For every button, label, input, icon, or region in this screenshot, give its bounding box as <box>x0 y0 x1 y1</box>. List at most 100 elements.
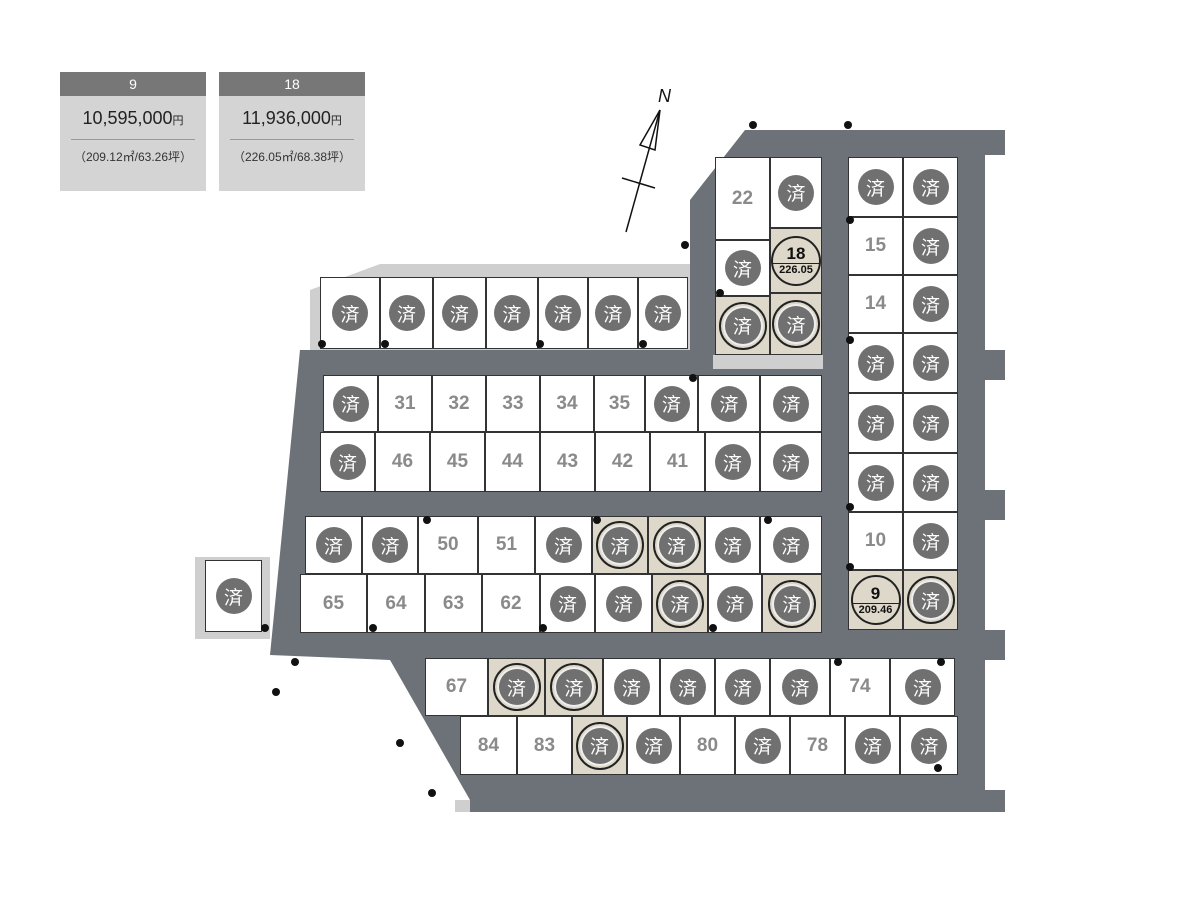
lot-sold[interactable]: 済 <box>705 432 760 492</box>
lot-sold[interactable]: 済 <box>903 512 958 570</box>
lot-sold[interactable]: 済 <box>320 277 380 349</box>
lot-64[interactable]: 64 <box>367 574 425 633</box>
lot-sold[interactable]: 済 <box>638 277 688 349</box>
sold-badge-icon: 済 <box>773 444 809 480</box>
lot-sold[interactable]: 済 <box>540 574 595 633</box>
lot-sold[interactable]: 済 <box>903 453 958 512</box>
lot-sold[interactable]: 済 <box>760 432 822 492</box>
lot-33[interactable]: 33 <box>486 375 540 432</box>
lot-sold[interactable]: 済 <box>305 516 362 574</box>
lot-51[interactable]: 51 <box>478 516 535 574</box>
price-card-lot-9[interactable]: 9 10,595,000円 （209.12㎡/63.26坪） <box>60 72 206 191</box>
lot-sold[interactable]: 済 <box>708 574 762 633</box>
lot-sold[interactable]: 済 <box>652 574 708 633</box>
lot-sold[interactable]: 済 <box>627 716 680 775</box>
lot-sold[interactable]: 済 <box>760 375 822 432</box>
boundary-marker <box>396 739 404 747</box>
lot-sold[interactable]: 済 <box>735 716 790 775</box>
lot-sold[interactable]: 済 <box>848 393 903 453</box>
lot-45[interactable]: 45 <box>430 432 485 492</box>
lot-sold[interactable]: 済 <box>603 658 660 716</box>
lot-31[interactable]: 31 <box>378 375 432 432</box>
lot-78[interactable]: 78 <box>790 716 845 775</box>
lot-43[interactable]: 43 <box>540 432 595 492</box>
lot-74[interactable]: 74 <box>830 658 890 716</box>
lot-44[interactable]: 44 <box>485 432 540 492</box>
boundary-marker <box>593 516 601 524</box>
lot-sold[interactable]: 済 <box>380 277 433 349</box>
lot-67[interactable]: 67 <box>425 658 488 716</box>
lot-sold[interactable]: 済 <box>715 240 770 296</box>
highlight-ring: 済 <box>772 300 820 348</box>
highlight-ring: 済 <box>550 663 598 711</box>
lot-sold[interactable]: 済 <box>715 658 770 716</box>
lot-sold[interactable]: 済 <box>903 157 958 217</box>
lot-sold[interactable]: 済 <box>362 516 418 574</box>
lot-sold[interactable]: 済 <box>320 432 375 492</box>
lot-sold[interactable]: 済 <box>903 217 958 275</box>
lot-15[interactable]: 15 <box>848 217 903 275</box>
lot-sold[interactable]: 済 <box>762 574 822 633</box>
lot-50[interactable]: 50 <box>418 516 478 574</box>
lot-14[interactable]: 14 <box>848 275 903 333</box>
lot-sold[interactable]: 済 <box>848 157 903 217</box>
lot-number: 63 <box>442 592 465 614</box>
lot-sold[interactable]: 済 <box>645 375 698 432</box>
sold-badge-icon: 済 <box>778 174 814 211</box>
lot-sold[interactable]: 済 <box>845 716 900 775</box>
lot-35[interactable]: 35 <box>594 375 645 432</box>
lot-sold[interactable]: 済 <box>488 658 545 716</box>
lot-sold[interactable]: 済 <box>545 658 603 716</box>
lot-80[interactable]: 80 <box>680 716 735 775</box>
price-card-lot-number: 18 <box>219 72 365 96</box>
lot-65[interactable]: 65 <box>300 574 367 633</box>
lot-sold[interactable]: 済 <box>486 277 538 349</box>
sold-badge-icon: 済 <box>714 444 751 480</box>
lot-63[interactable]: 63 <box>425 574 482 633</box>
lot-sold[interactable]: 済 <box>890 658 955 716</box>
lot-sold[interactable]: 済 <box>715 296 770 355</box>
lot-10[interactable]: 10 <box>848 512 903 570</box>
lot-sold[interactable]: 済 <box>572 716 627 775</box>
lot-sold[interactable]: 済 <box>705 516 760 574</box>
sold-badge-icon: 済 <box>724 307 761 344</box>
lot-sold[interactable]: 済 <box>648 516 705 574</box>
lot-sold[interactable]: 済 <box>535 516 592 574</box>
lot-sold[interactable]: 済 <box>903 570 958 630</box>
lot-sold[interactable]: 済 <box>323 375 378 432</box>
lot-sold[interactable]: 済 <box>903 393 958 453</box>
price-card-lot-18[interactable]: 18 11,936,000円 （226.05㎡/68.38坪） <box>219 72 365 191</box>
sold-badge-icon: 済 <box>773 527 809 563</box>
lot-sold[interactable]: 済 <box>205 560 262 632</box>
lot-sold[interactable]: 済 <box>760 516 822 574</box>
lot-sold[interactable]: 済 <box>595 574 652 633</box>
lot-sold[interactable]: 済 <box>900 716 958 775</box>
lot-sold[interactable]: 済 <box>848 453 903 512</box>
lot-84[interactable]: 84 <box>460 716 517 775</box>
boundary-marker <box>937 658 945 666</box>
lot-sold[interactable]: 済 <box>660 658 715 716</box>
lot-sold[interactable]: 済 <box>698 375 760 432</box>
lot-sold[interactable]: 済 <box>588 277 638 349</box>
boundary-marker <box>709 624 717 632</box>
lot-32[interactable]: 32 <box>432 375 486 432</box>
lot-sold[interactable]: 済 <box>770 658 830 716</box>
lot-42[interactable]: 42 <box>595 432 650 492</box>
lot-sold[interactable]: 済 <box>592 516 648 574</box>
lot-sold[interactable]: 済 <box>848 333 903 393</box>
lot-46[interactable]: 46 <box>375 432 430 492</box>
lot-22[interactable]: 22 <box>715 157 770 240</box>
lot-sold[interactable]: 済 <box>903 275 958 333</box>
lot-34[interactable]: 34 <box>540 375 594 432</box>
lot-number: 41 <box>666 451 689 472</box>
lot-41[interactable]: 41 <box>650 432 705 492</box>
lot-sold[interactable]: 済 <box>903 333 958 393</box>
lot-sold[interactable]: 済 <box>770 293 822 355</box>
lot-83[interactable]: 83 <box>517 716 572 775</box>
lot-sold[interactable]: 済 <box>770 157 822 228</box>
lot-62[interactable]: 62 <box>482 574 540 633</box>
lot-sold[interactable]: 済 <box>433 277 486 349</box>
lot-sold[interactable]: 済 <box>538 277 588 349</box>
